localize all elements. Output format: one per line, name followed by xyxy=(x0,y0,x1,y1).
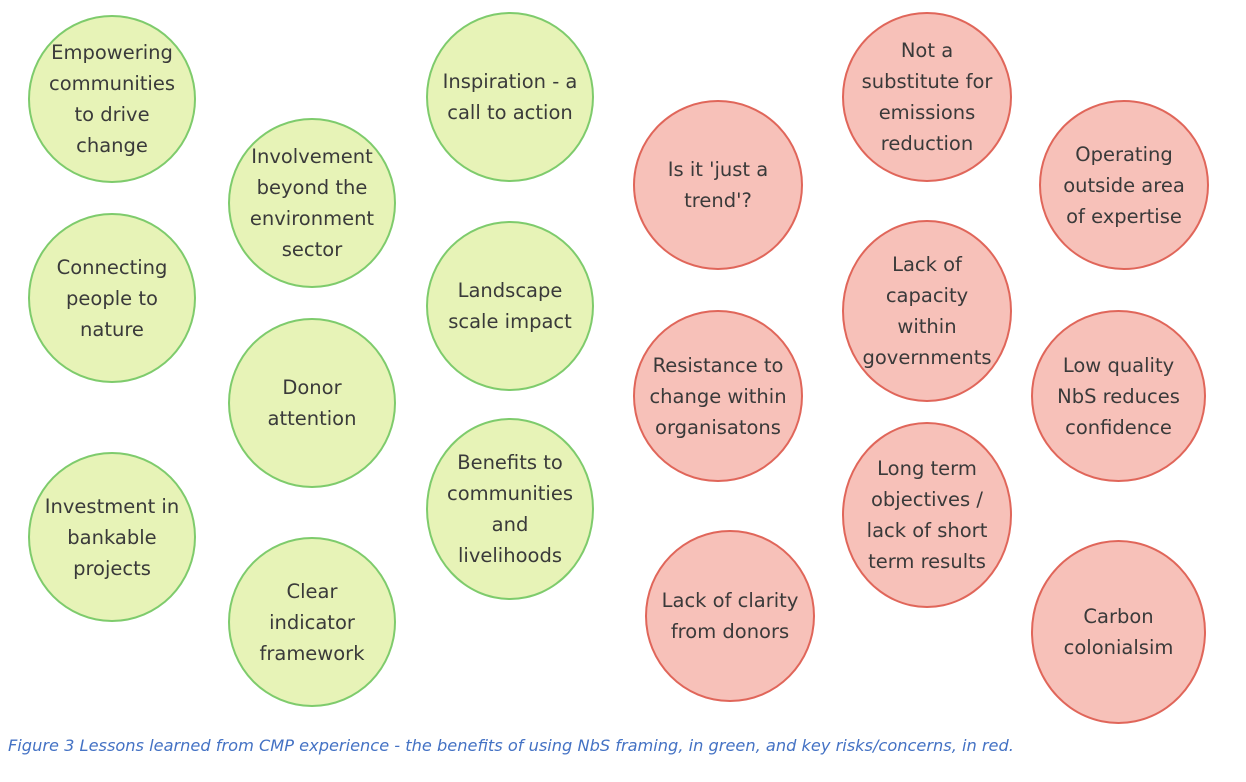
risk-label: Is it 'just a trend'? xyxy=(667,158,769,212)
benefit-label: Investment in bankable projects xyxy=(44,494,180,580)
risk-bubble-carbon-colonialism: Carbon colonialsim xyxy=(1031,540,1206,724)
benefit-label: Empowering communities to drive change xyxy=(49,41,175,157)
figure-caption: Figure 3 Lessons learned from CMP experi… xyxy=(8,736,1014,755)
risk-bubble-resistance-to-change: Resistance to change within organisatons xyxy=(633,310,803,482)
risk-bubble-low-quality-nbs: Low quality NbS reduces confidence xyxy=(1031,310,1206,482)
risk-bubble-just-a-trend: Is it 'just a trend'? xyxy=(633,100,803,270)
benefit-bubble-livelihoods: Benefits to communities and livelihoods xyxy=(426,418,594,600)
risk-label: Low quality NbS reduces confidence xyxy=(1057,353,1180,439)
benefit-bubble-involvement: Involvement beyond the environment secto… xyxy=(228,118,396,288)
benefit-label: Connecting people to nature xyxy=(56,255,168,341)
risk-label: Long term objectives / lack of short ter… xyxy=(866,457,988,573)
benefit-bubble-landscape-scale: Landscape scale impact xyxy=(426,221,594,391)
risk-bubble-long-term-objectives: Long term objectives / lack of short ter… xyxy=(842,422,1012,608)
benefit-label: Donor attention xyxy=(267,376,357,430)
risk-label: Lack of capacity within governments xyxy=(862,253,992,369)
benefit-bubble-investment: Investment in bankable projects xyxy=(28,452,196,622)
risk-bubble-outside-expertise: Operating outside area of expertise xyxy=(1039,100,1209,270)
benefit-bubble-indicator-framework: Clear indicator framework xyxy=(228,537,396,707)
benefit-label: Clear indicator framework xyxy=(259,579,365,665)
benefit-label: Landscape scale impact xyxy=(448,279,572,333)
benefit-bubble-empowering-communities: Empowering communities to drive change xyxy=(28,15,196,183)
risk-label: Resistance to change within organisatons xyxy=(649,353,787,439)
risk-label: Operating outside area of expertise xyxy=(1063,142,1185,228)
risk-label: Not a substitute for emissions reduction xyxy=(861,39,993,155)
risk-label: Carbon colonialsim xyxy=(1063,605,1174,659)
risk-bubble-lack-of-capacity: Lack of capacity within governments xyxy=(842,220,1012,402)
risk-label: Lack of clarity from donors xyxy=(661,589,799,643)
benefit-label: Inspiration - a call to action xyxy=(442,70,578,124)
benefit-bubble-connecting-people: Connecting people to nature xyxy=(28,213,196,383)
risk-bubble-not-a-substitute: Not a substitute for emissions reduction xyxy=(842,12,1012,182)
benefit-label: Benefits to communities and livelihoods xyxy=(447,451,573,567)
benefit-label: Involvement beyond the environment secto… xyxy=(249,145,375,261)
risk-bubble-lack-of-clarity: Lack of clarity from donors xyxy=(645,530,815,702)
benefit-bubble-donor-attention: Donor attention xyxy=(228,318,396,488)
benefit-bubble-inspiration: Inspiration - a call to action xyxy=(426,12,594,182)
